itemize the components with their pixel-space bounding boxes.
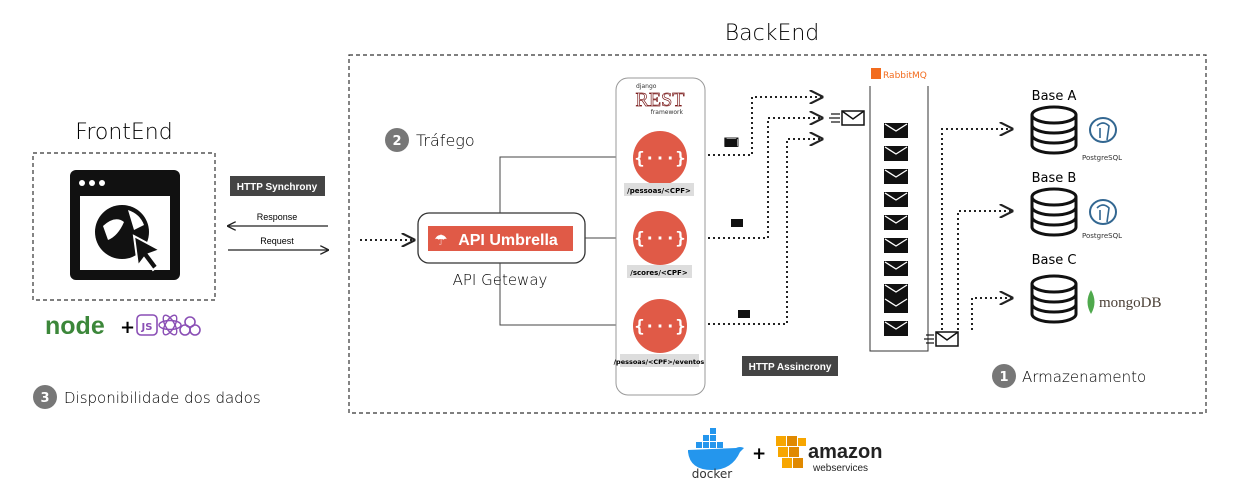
django-rest-framework-logo: django REST framework xyxy=(635,83,685,116)
infra-plus: + xyxy=(752,444,766,464)
http-sync-badge xyxy=(230,176,325,196)
svg-text:PostgreSQL: PostgreSQL xyxy=(1082,232,1122,240)
service-2-to-queue xyxy=(708,118,822,239)
api-umbrella-text: API Umbrella xyxy=(458,232,558,249)
http-sync-label: HTTP Synchrony xyxy=(237,182,318,193)
queue-to-base-c xyxy=(971,298,1012,330)
browser-globe-icon xyxy=(70,170,180,280)
aws-logo: amazon webservices xyxy=(776,436,882,474)
frontend-container xyxy=(32,152,216,301)
step-3-number: 3 xyxy=(40,391,49,406)
base-b-postgresql-logo: PostgreSQL xyxy=(1082,199,1122,240)
base-c-cylinder xyxy=(1030,274,1078,324)
service-1-to-queue xyxy=(708,97,822,156)
queue-to-base-a xyxy=(941,129,1012,330)
svg-text:docker: docker xyxy=(692,467,732,481)
service-pessoas: /pessoas/<CPF> xyxy=(624,131,694,196)
frontend-title: FrontEnd xyxy=(75,120,172,145)
step-3-label: Disponibilidade dos dados xyxy=(64,389,261,407)
js-react-redux-icons: JS xyxy=(136,314,201,336)
service-eventos: /pessoas/<CPF>/eventos xyxy=(614,299,705,367)
step-2-badge xyxy=(385,128,409,152)
base-c-mongodb-logo: mongoDB xyxy=(1087,290,1162,314)
queue-container xyxy=(869,86,929,352)
step-1-badge xyxy=(992,364,1016,388)
step-3-badge xyxy=(33,385,57,409)
base-a-label: Base A xyxy=(1032,89,1077,104)
umbrella-icon: ☂ xyxy=(434,231,447,249)
response-label: Response xyxy=(257,212,298,222)
base-a-cylinder xyxy=(1030,105,1078,155)
queue-messages xyxy=(883,122,909,337)
svg-text:PostgreSQL: PostgreSQL xyxy=(1082,154,1122,162)
request-label: Request xyxy=(260,236,294,246)
docker-logo: docker xyxy=(688,428,744,481)
http-async-label: HTTP Assincrony xyxy=(749,362,832,373)
base-c-label: Base C xyxy=(1032,253,1077,268)
svg-text:RabbitMQ: RabbitMQ xyxy=(883,71,927,81)
service-scores: /scores/<CPF> xyxy=(627,211,692,278)
base-b-cylinder xyxy=(1030,187,1078,237)
svg-text:framework: framework xyxy=(651,109,684,116)
message-icon-2 xyxy=(731,219,743,227)
svg-text:webservices: webservices xyxy=(812,463,868,474)
frontend-plus: + xyxy=(120,317,135,338)
nodejs-logo: node xyxy=(45,312,105,340)
message-icon-1b xyxy=(725,139,737,147)
queue-inbound-envelope xyxy=(829,110,865,126)
gateway-to-service-1 xyxy=(499,156,621,213)
svg-text:mongoDB: mongoDB xyxy=(1099,295,1162,311)
service-route-scores: /scores/<CPF> xyxy=(630,269,688,277)
service-route-eventos: /pessoas/<CPF>/eventos xyxy=(614,358,705,366)
base-a-postgresql-logo: PostgreSQL xyxy=(1082,117,1122,162)
step-1-label: Armazenamento xyxy=(1022,368,1146,386)
step-1-number: 1 xyxy=(999,370,1008,385)
step-2-number: 2 xyxy=(392,134,401,149)
service-route-pessoas: /pessoas/<CPF> xyxy=(627,187,691,195)
rabbitmq-logo: RabbitMQ xyxy=(871,68,927,81)
backend-container xyxy=(348,54,1207,414)
svg-text:REST: REST xyxy=(636,89,685,111)
base-b-label: Base B xyxy=(1032,171,1077,186)
svg-text:django: django xyxy=(636,83,657,90)
svg-text:JS: JS xyxy=(141,322,153,333)
queue-outbound-envelope xyxy=(924,331,959,347)
svg-text:node: node xyxy=(45,312,105,340)
backend-title: BackEnd xyxy=(725,21,820,46)
message-icon-3 xyxy=(738,310,750,318)
step-2-label: Tráfego xyxy=(416,131,475,150)
svg-text:amazon: amazon xyxy=(808,441,882,463)
service-3-to-queue xyxy=(708,139,822,325)
queue-to-base-b xyxy=(957,211,1012,330)
gateway-to-service-3 xyxy=(499,263,621,326)
http-async-badge xyxy=(742,356,838,376)
api-umbrella-logo xyxy=(428,226,573,251)
